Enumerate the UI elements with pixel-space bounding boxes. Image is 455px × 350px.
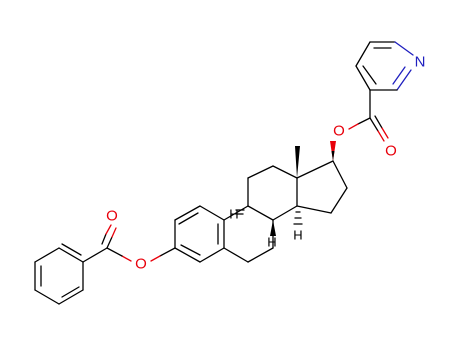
stereo-h14 (293, 211, 303, 225)
oxygen-carbonyl-17-label: O (385, 143, 397, 160)
oxygen-carbonyl-3-label: O (106, 208, 118, 225)
pyridine-ring (355, 41, 414, 91)
methyl-wedge (295, 146, 300, 178)
h14-label: H (293, 228, 302, 243)
h9-label: H (229, 207, 238, 222)
nitrogen-atom-label: N (415, 54, 426, 71)
nicotinate-carbonyl (348, 89, 389, 142)
ring-a-aromatic (174, 205, 225, 263)
ring-d (296, 160, 348, 214)
ring-c (247, 165, 298, 221)
h8-label: H (267, 235, 276, 250)
phenyl-ring (34, 243, 84, 305)
stereo-h9 (235, 209, 245, 215)
stereo-h8 (270, 220, 276, 236)
benzoate-ester (82, 224, 176, 263)
oxygen-ester-17-label: O (333, 123, 345, 140)
oxygen-ester-3-label: O (135, 256, 147, 273)
